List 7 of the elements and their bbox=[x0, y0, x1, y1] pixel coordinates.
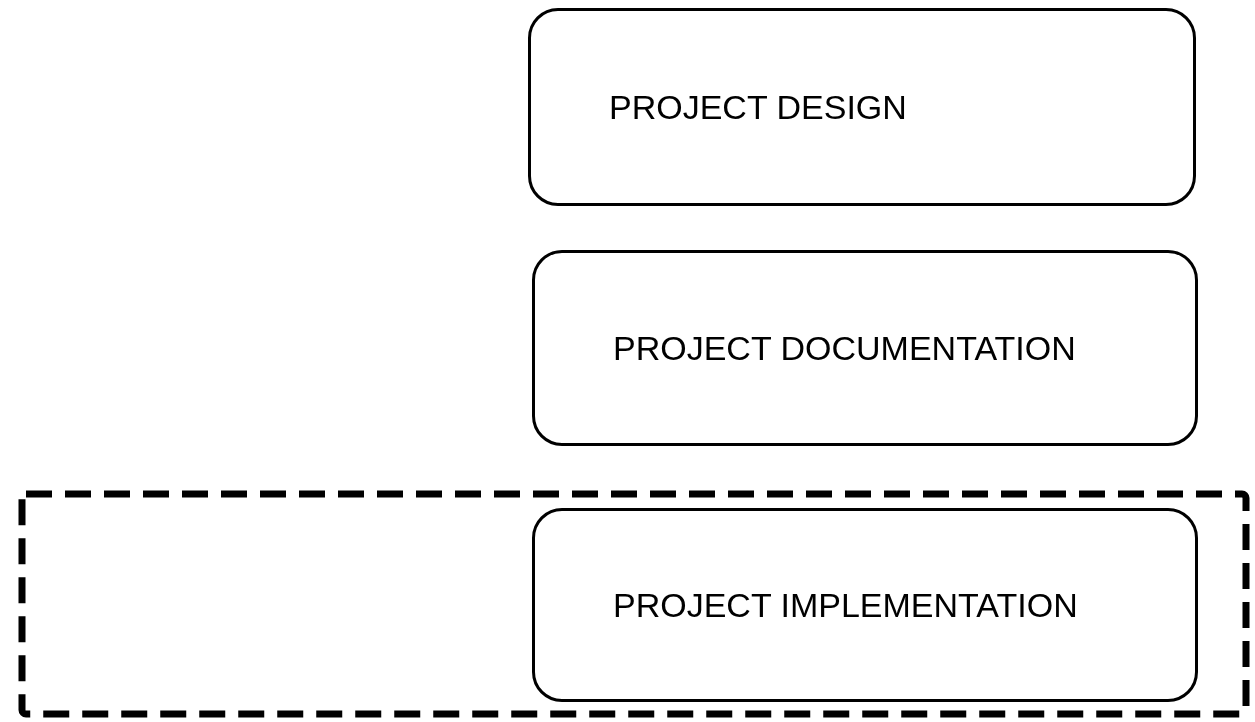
box-label: PROJECT DOCUMENTATION bbox=[613, 328, 1076, 368]
box-label: PROJECT IMPLEMENTATION bbox=[613, 585, 1078, 625]
process-box bbox=[532, 250, 1198, 446]
dashed-group-box bbox=[18, 490, 1250, 718]
process-box bbox=[532, 508, 1198, 702]
box-label: PROJECT DESIGN bbox=[609, 87, 907, 127]
process-box bbox=[528, 8, 1196, 206]
